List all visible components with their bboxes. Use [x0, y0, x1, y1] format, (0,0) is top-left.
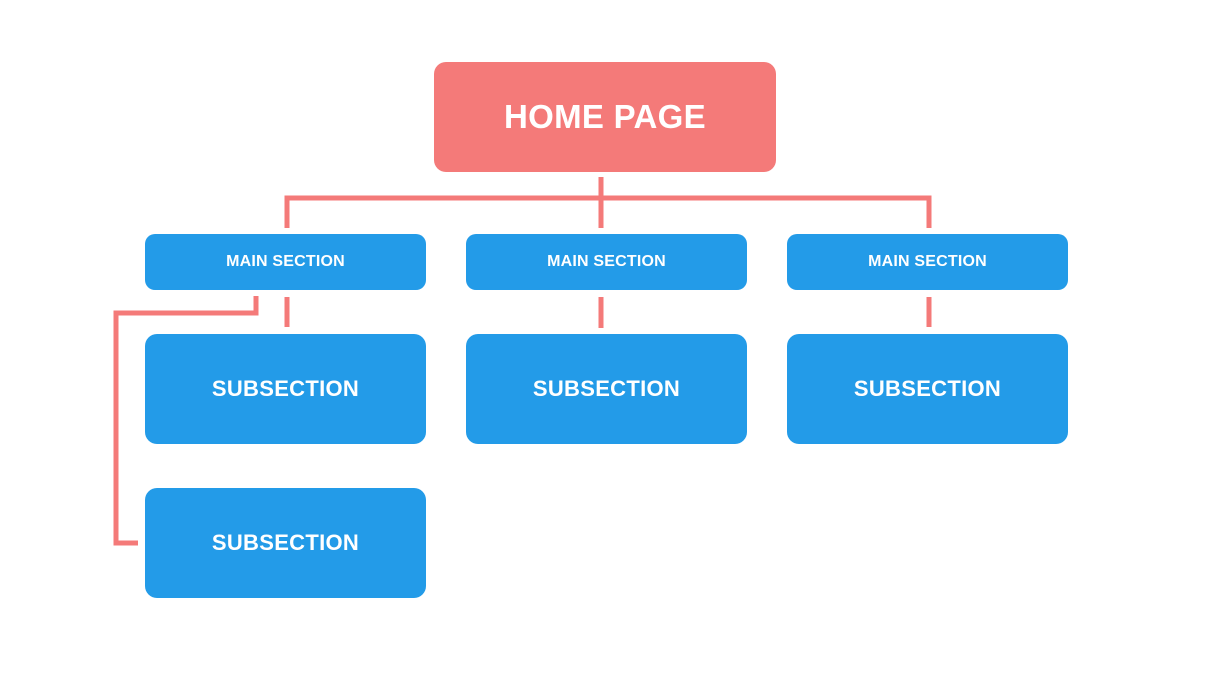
subsection-label: SUBSECTION: [532, 376, 681, 401]
subsection-label: SUBSECTION: [853, 376, 1002, 401]
subsection-node: SUBSECTION: [466, 334, 747, 444]
main-section-node: MAIN SECTION: [787, 234, 1068, 290]
main-section-node: MAIN SECTION: [466, 234, 747, 290]
connector-bus: [284, 195, 932, 228]
subsection-node: SUBSECTION: [145, 488, 426, 598]
subsection-label: SUBSECTION: [211, 530, 360, 555]
subsection-node: SUBSECTION: [145, 334, 426, 444]
main-section-label: MAIN SECTION: [547, 253, 666, 270]
subsection-node: SUBSECTION: [787, 334, 1068, 444]
home-page-node: HOME PAGE: [434, 62, 776, 172]
subsection-label: SUBSECTION: [211, 376, 360, 401]
main-section-node: MAIN SECTION: [145, 234, 426, 290]
home-page-label: HOME PAGE: [504, 98, 706, 135]
main-section-label: MAIN SECTION: [868, 253, 987, 270]
connector-main-1-to-sub-4: [113, 296, 259, 546]
main-section-label: MAIN SECTION: [226, 253, 345, 270]
